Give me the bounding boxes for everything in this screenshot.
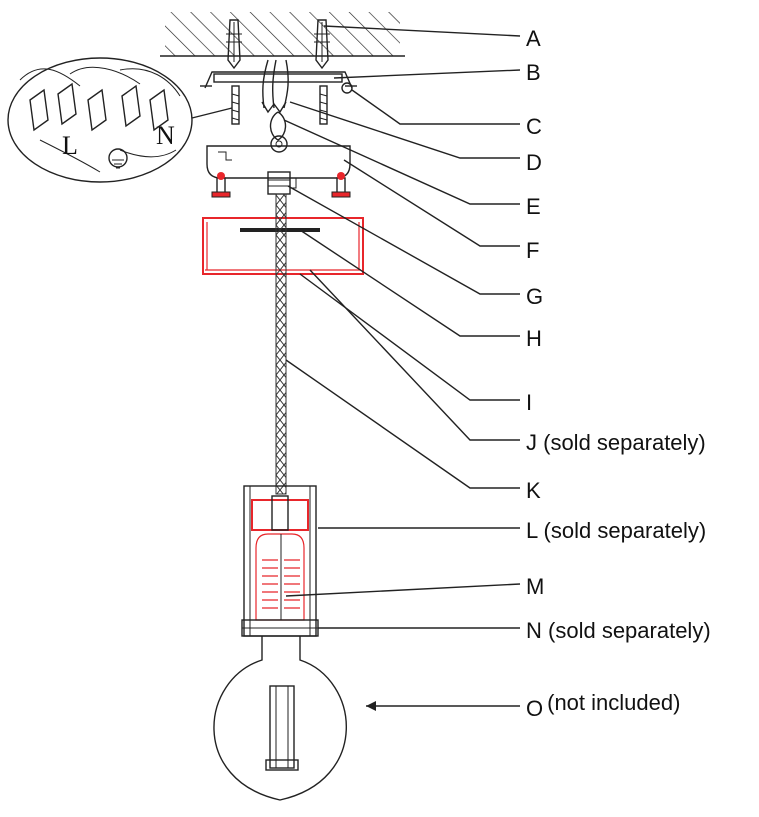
wiring-detail-bubble: L N: [7, 57, 233, 183]
part-label-i: I: [526, 390, 532, 415]
part-label-o: O(not included): [526, 690, 680, 721]
wire-neutral-label: N: [156, 121, 175, 150]
bracket-screws: [231, 82, 353, 125]
part-label-f: F: [526, 238, 539, 263]
part-label-e: E: [526, 194, 541, 219]
ceiling: [160, 12, 405, 57]
socket-ring: [241, 619, 319, 637]
wire-live-label: L: [62, 131, 78, 160]
leader-lines: [283, 25, 521, 711]
part-labels: A B C D E F G H I J (sold separately) K …: [526, 26, 711, 721]
supply-wires: [261, 59, 289, 114]
canopy: [206, 145, 351, 179]
wall-anchors: [226, 19, 330, 70]
lamp-socket: [255, 533, 305, 621]
socket-shade: [243, 485, 317, 637]
part-label-n: N (sold separately): [526, 618, 711, 643]
canopy-screws: [211, 172, 351, 198]
part-label-m: M: [526, 574, 544, 599]
part-label-h: H: [526, 326, 542, 351]
part-label-b: B: [526, 60, 541, 85]
hook: [269, 111, 288, 153]
part-label-d: D: [526, 150, 542, 175]
light-bulb: [213, 636, 347, 801]
braided-cable: [275, 193, 287, 495]
part-label-a: A: [526, 26, 541, 51]
part-label-g: G: [526, 284, 543, 309]
cord-grip: [267, 171, 297, 195]
part-label-j: J (sold separately): [526, 430, 706, 455]
part-label-k: K: [526, 478, 541, 503]
mounting-bracket: [200, 71, 357, 89]
part-label-l: L (sold separately): [526, 518, 706, 543]
part-label-c: C: [526, 114, 542, 139]
